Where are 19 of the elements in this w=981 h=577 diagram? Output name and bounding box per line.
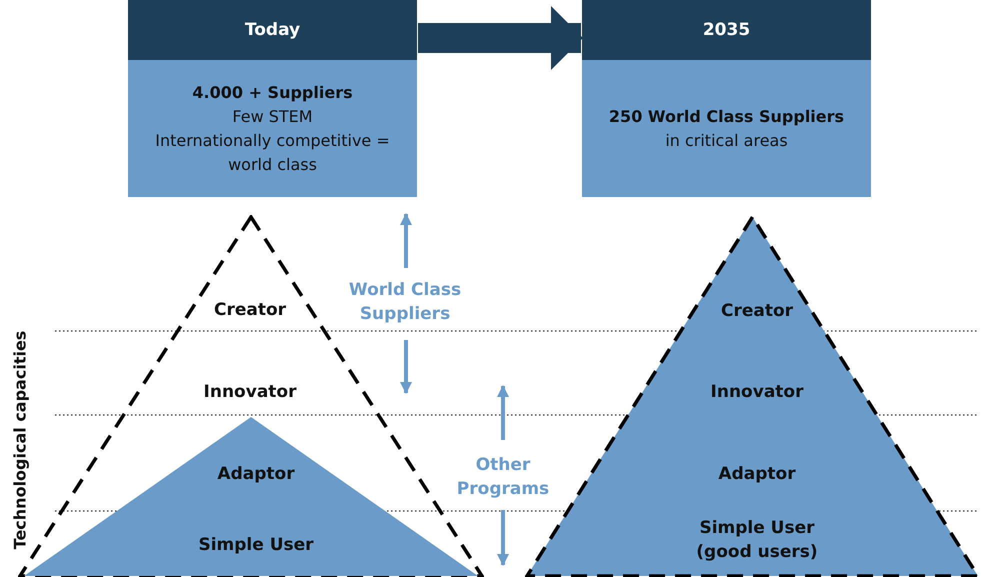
level-label: Simple User (good users) [695, 517, 819, 564]
card-text: Few STEM [232, 106, 313, 128]
card-text: in critical areas [665, 130, 788, 152]
level-label: Innovator [204, 382, 296, 402]
card-header: Today [128, 0, 417, 60]
block-arrow [418, 6, 583, 70]
level-label: Creator [720, 301, 794, 321]
card-heading: 4.000 + Suppliers [192, 82, 353, 104]
info-card [128, 0, 417, 197]
level-label: Innovator [710, 382, 804, 402]
card-text: Internationally competitive = world class [154, 130, 391, 176]
card-heading: 250 World Class Suppliers [608, 106, 844, 128]
card-header: 2035 [582, 0, 871, 60]
level-label: Simple User [198, 535, 314, 555]
level-label: Adaptor [718, 464, 796, 484]
axis-label: Technological capacities [10, 330, 30, 550]
info-card [582, 0, 871, 197]
level-label: Adaptor [217, 464, 295, 484]
level-label: Creator [214, 300, 286, 320]
